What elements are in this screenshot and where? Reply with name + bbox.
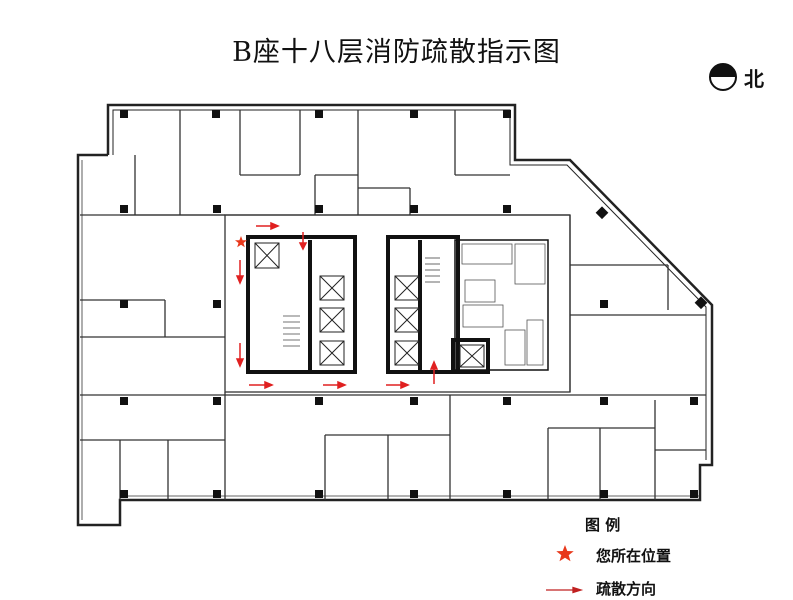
page-title: B座十八层消防疏散指示图 bbox=[232, 37, 561, 68]
arrow-down-icon bbox=[235, 260, 245, 285]
legend-item-location: 您所在位置 bbox=[596, 547, 672, 565]
stairs bbox=[283, 257, 440, 347]
elevators bbox=[254, 242, 485, 368]
legend-title: 图 例 bbox=[585, 516, 621, 534]
arrow-up-icon bbox=[429, 360, 439, 384]
arrow-down-icon bbox=[235, 343, 245, 368]
outer-walls bbox=[76, 103, 714, 527]
arrow-right-icon bbox=[249, 380, 274, 390]
arrow-right-icon bbox=[386, 380, 410, 390]
interior-walls bbox=[80, 110, 706, 520]
core-walls bbox=[246, 235, 549, 374]
arrow-right-icon bbox=[256, 221, 280, 231]
star-icon bbox=[235, 236, 247, 248]
legend-arrow-icon bbox=[546, 586, 584, 594]
compass-label: 北 bbox=[744, 66, 764, 91]
restrooms bbox=[461, 243, 546, 366]
north-compass-icon bbox=[709, 63, 737, 91]
evacuation-arrows bbox=[235, 221, 439, 390]
legend-item-evacuation: 疏散方向 bbox=[596, 580, 657, 598]
legend-star-icon bbox=[556, 545, 574, 562]
arrow-down-icon bbox=[298, 232, 308, 251]
arrow-right-icon bbox=[323, 380, 347, 390]
compass: 北 bbox=[708, 62, 764, 92]
